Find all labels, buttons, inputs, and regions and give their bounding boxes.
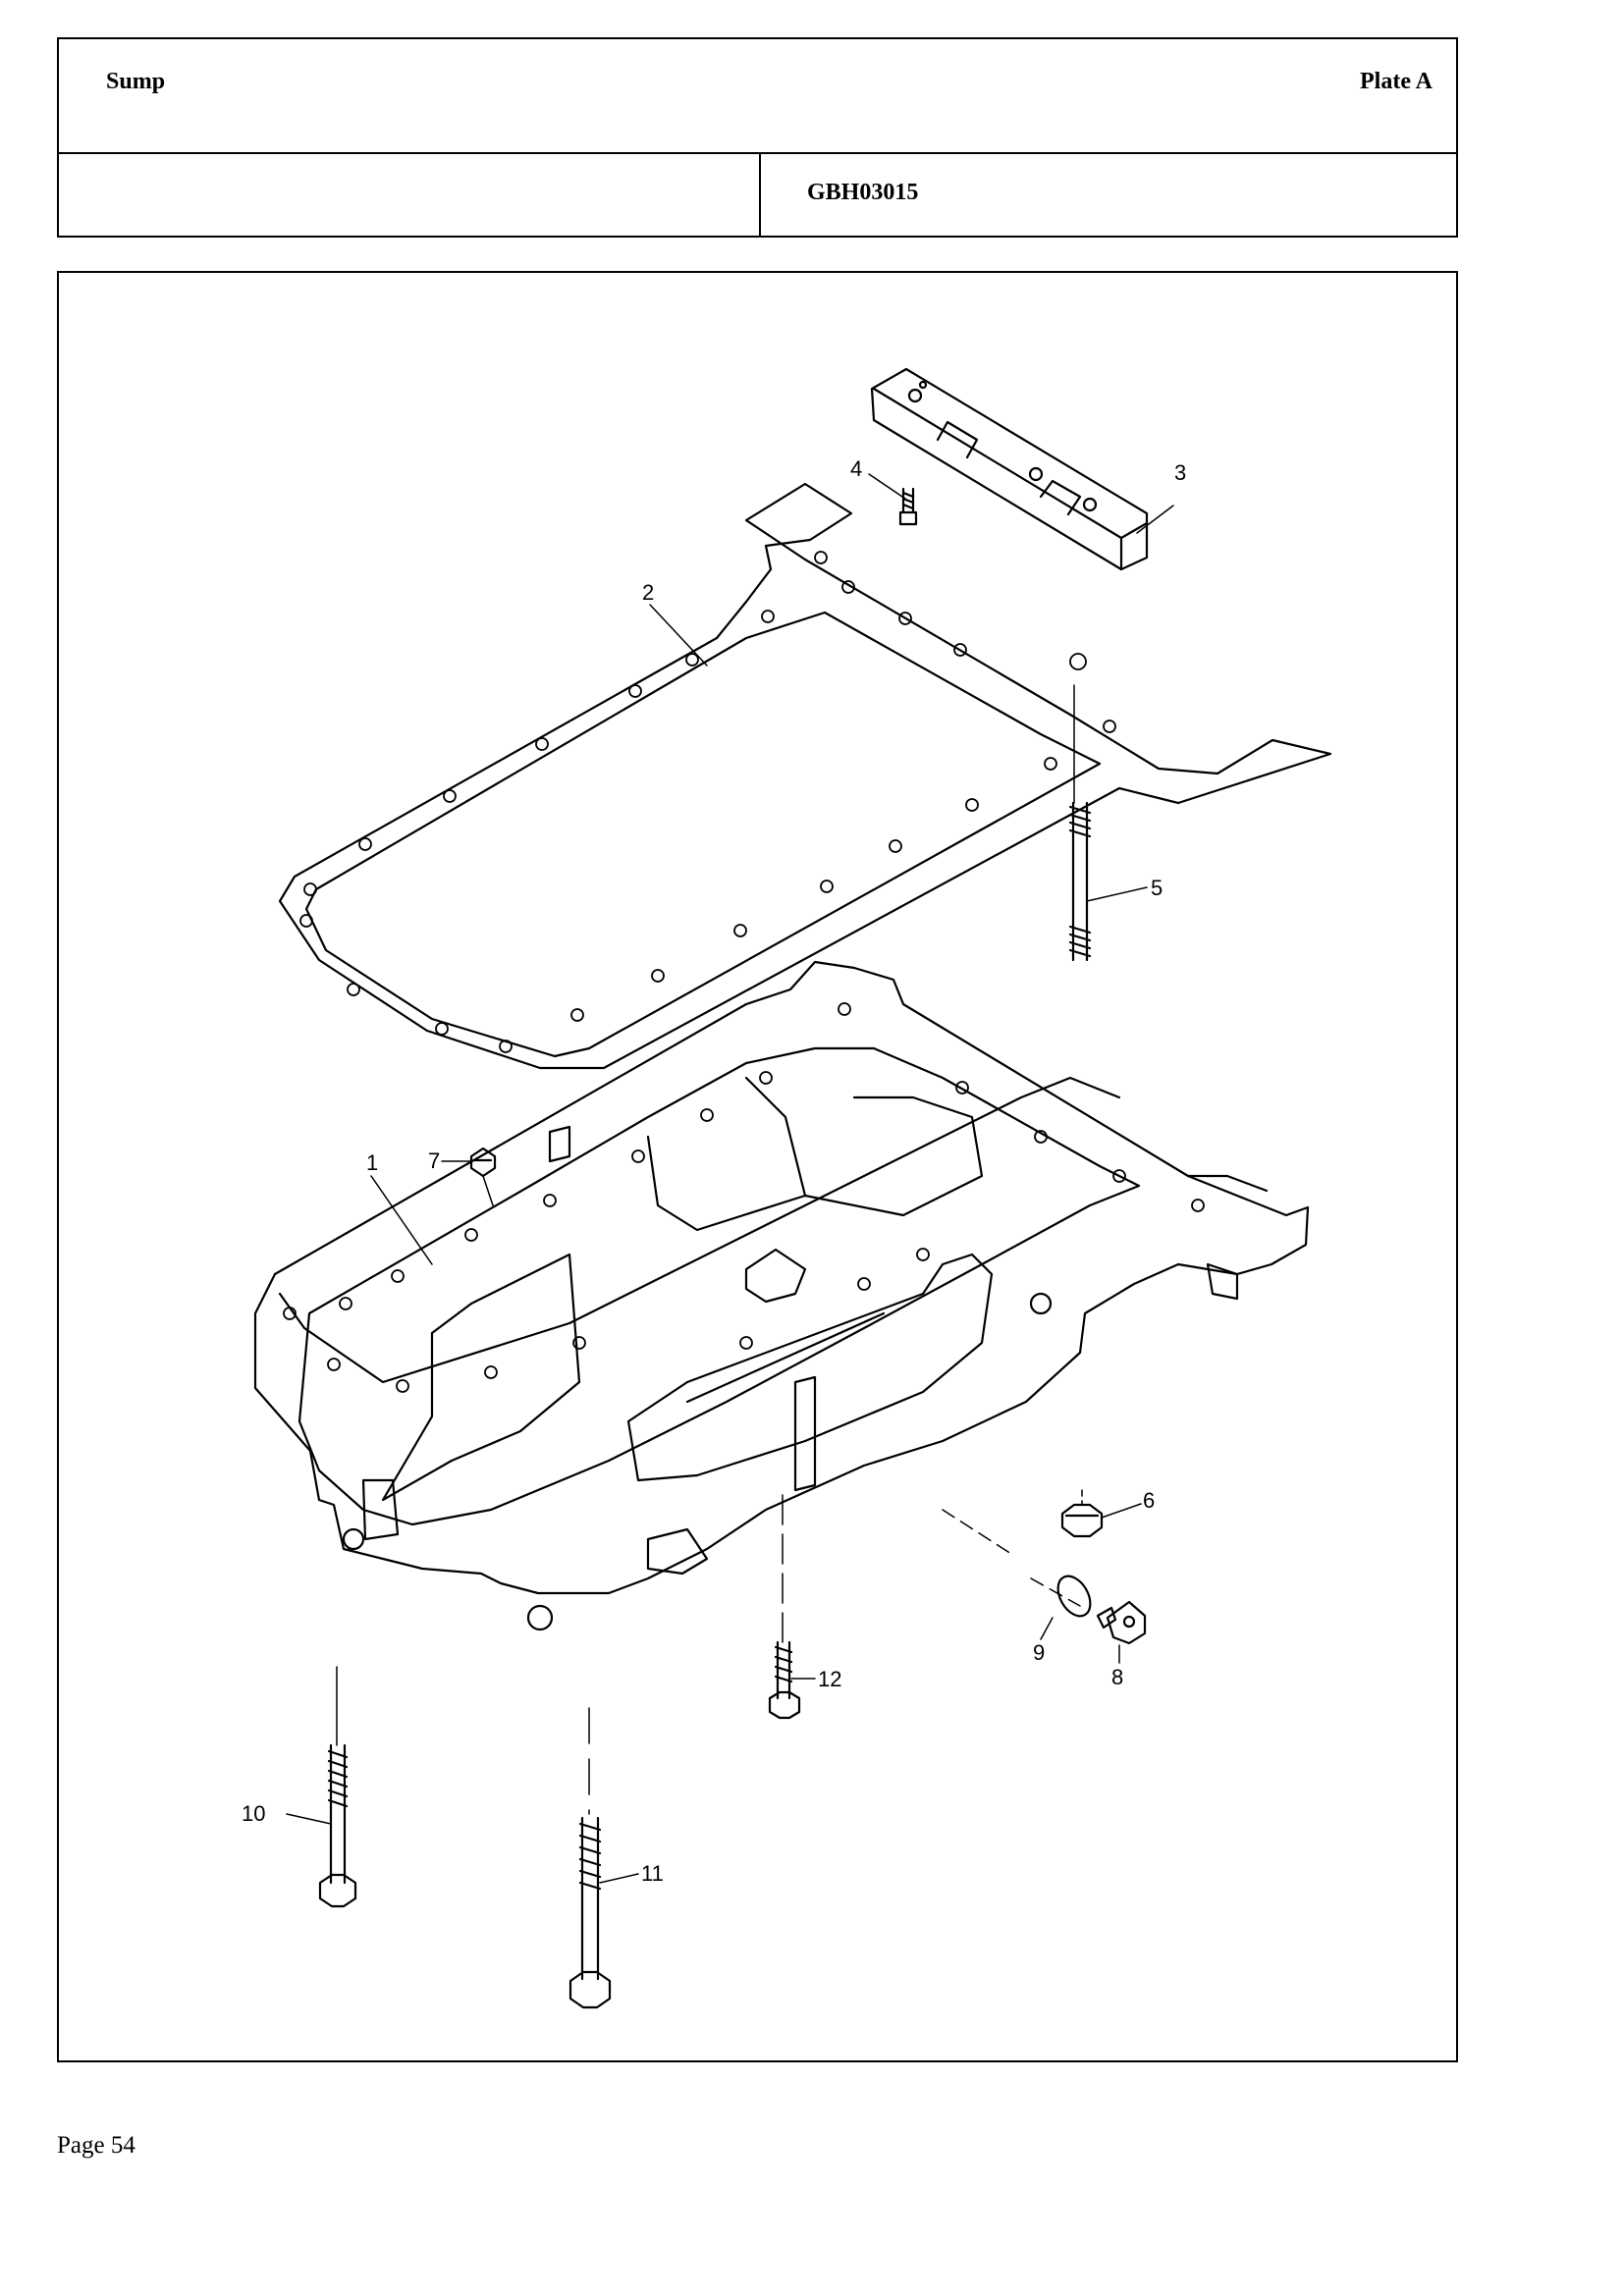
callout-12: 12: [818, 1667, 841, 1691]
bolt-part-12: [768, 1494, 816, 1720]
callout-5: 5: [1151, 876, 1163, 900]
callout-4: 4: [850, 456, 862, 481]
drain-plug-part-8: [942, 1509, 1147, 1664]
bolt-part-10: [286, 1666, 357, 1908]
screw-part-4: [898, 487, 918, 526]
callout-10: 10: [242, 1801, 265, 1826]
plug-part-7: [469, 1147, 497, 1206]
page-number: Page 54: [57, 2132, 135, 2159]
bracket-part-3: [870, 367, 1149, 571]
callout-2: 2: [642, 580, 654, 605]
callout-3: 3: [1174, 460, 1186, 485]
callout-6: 6: [1143, 1488, 1155, 1513]
plate-label: Plate A: [1360, 69, 1433, 94]
sump-body-part-1: [253, 960, 1310, 1631]
header-table: Sump Plate A GBH03015: [57, 37, 1458, 238]
exploded-diagram-frame: 1 2 3 4 5 6 7 8 9 10 11 12: [57, 271, 1458, 2062]
callout-9: 9: [1033, 1640, 1045, 1665]
section-title: Sump: [106, 69, 166, 94]
sump-exploded-diagram: 1 2 3 4 5 6 7 8 9 10 11 12: [242, 367, 1332, 2009]
drawing-code: GBH03015: [807, 180, 919, 205]
header-cell-divider: [759, 154, 761, 238]
plug-part-6: [1060, 1489, 1142, 1538]
stud-part-5: [1068, 684, 1148, 962]
header-row-top: Sump Plate A: [59, 39, 1456, 154]
header-row-bottom: GBH03015: [59, 154, 1456, 238]
bolt-part-11: [568, 1707, 639, 2009]
washer-part-9: [1040, 1575, 1092, 1640]
callout-8: 8: [1111, 1665, 1123, 1689]
callout-11: 11: [641, 1861, 664, 1886]
callout-1: 1: [366, 1150, 378, 1175]
callout-7: 7: [428, 1148, 440, 1173]
gasket-part-2: [278, 482, 1332, 1070]
